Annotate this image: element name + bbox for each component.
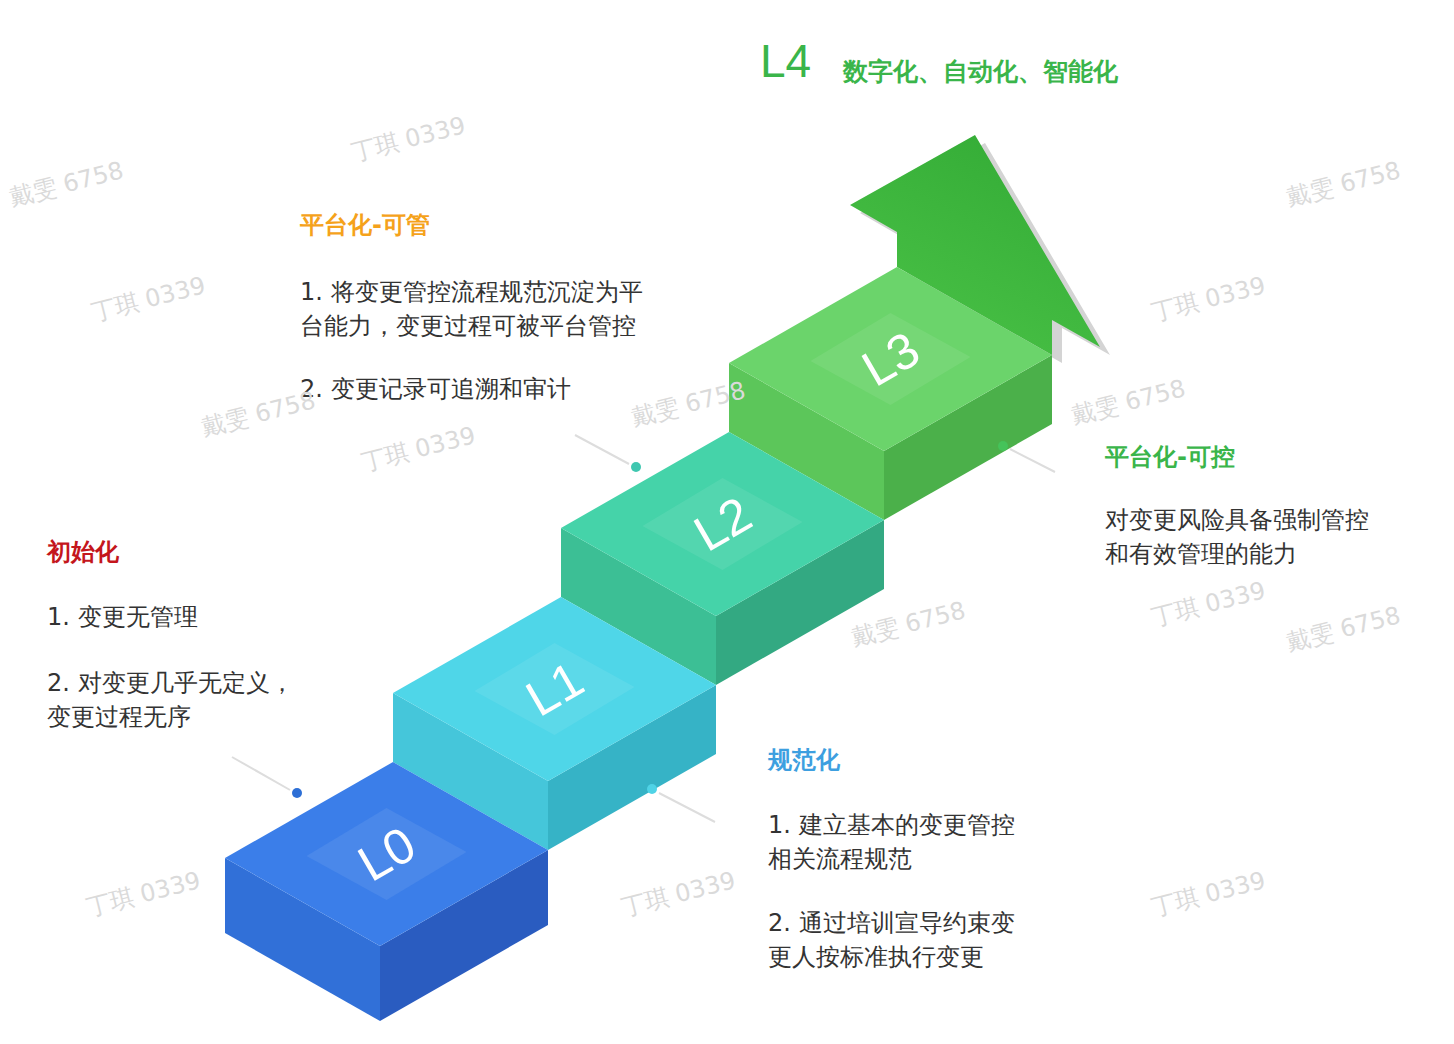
watermark: 戴雯 6758 bbox=[848, 596, 968, 652]
stage-description: 1. 变更无管理 bbox=[47, 600, 198, 634]
watermark: 丁琪 0339 bbox=[1148, 271, 1268, 327]
leader-line bbox=[232, 757, 290, 790]
stage-description: 1. 建立基本的变更管控相关流程规范 bbox=[768, 808, 1032, 876]
watermark: 丁琪 0339 bbox=[1148, 576, 1268, 632]
step-face bbox=[393, 597, 716, 781]
stage-description: 2. 通过培训宣导约束变更人按标准执行变更 bbox=[768, 906, 1032, 974]
watermark: 戴雯 6758 bbox=[1283, 156, 1403, 212]
watermark: 戴雯 6758 bbox=[1068, 374, 1188, 430]
leader-line bbox=[575, 435, 629, 464]
step-face-highlight bbox=[643, 478, 803, 570]
stage-description: 2. 对变更几乎无定义，变更过程无序 bbox=[47, 666, 309, 734]
stage-description: 1. 将变更管控流程规范沉淀为平台能力，变更过程可被平台管控 bbox=[300, 275, 660, 343]
watermark: 丁琪 0339 bbox=[358, 421, 478, 477]
level-title: 数字化、自动化、智能化 bbox=[843, 55, 1118, 89]
stage-heading: 平台化-可控 bbox=[1105, 440, 1235, 474]
step-face-highlight bbox=[475, 643, 635, 735]
stage-description: 2. 变更记录可追溯和审计 bbox=[300, 372, 571, 406]
watermark: 戴雯 6758 bbox=[628, 376, 748, 432]
watermark: 戴雯 6758 bbox=[1283, 601, 1403, 657]
step-face bbox=[225, 762, 548, 946]
step-top-face: L0 bbox=[225, 762, 548, 946]
leader-dot bbox=[292, 788, 302, 798]
leader-line bbox=[659, 793, 715, 822]
watermark: 丁琪 0339 bbox=[348, 111, 468, 167]
watermark: 丁琪 0339 bbox=[1148, 866, 1268, 922]
stage-heading: 规范化 bbox=[768, 743, 840, 777]
watermark: 丁琪 0339 bbox=[88, 271, 208, 327]
watermark: 丁琪 0339 bbox=[83, 866, 203, 922]
step-top-face: L1 bbox=[393, 597, 716, 781]
stage-heading: 平台化-可管 bbox=[300, 208, 430, 242]
stage-heading: 初始化 bbox=[47, 535, 119, 569]
leader-dot bbox=[998, 441, 1008, 451]
step-top-face: L3 bbox=[729, 267, 1052, 451]
watermark: 戴雯 6758 bbox=[6, 156, 126, 212]
step-face bbox=[729, 267, 1052, 451]
step-face-highlight bbox=[811, 313, 971, 405]
watermark: 戴雯 6758 bbox=[198, 386, 318, 442]
watermark: 丁琪 0339 bbox=[618, 866, 738, 922]
leader-dot bbox=[631, 462, 641, 472]
stage-description: 对变更风险具备强制管控和有效管理的能力 bbox=[1105, 503, 1383, 571]
level-number: L4 bbox=[760, 36, 811, 87]
leader-line bbox=[1010, 449, 1055, 472]
step-top-face: L2 bbox=[561, 432, 884, 616]
leader-dot bbox=[647, 784, 657, 794]
step-face bbox=[561, 432, 884, 616]
step-face-highlight bbox=[307, 808, 467, 900]
